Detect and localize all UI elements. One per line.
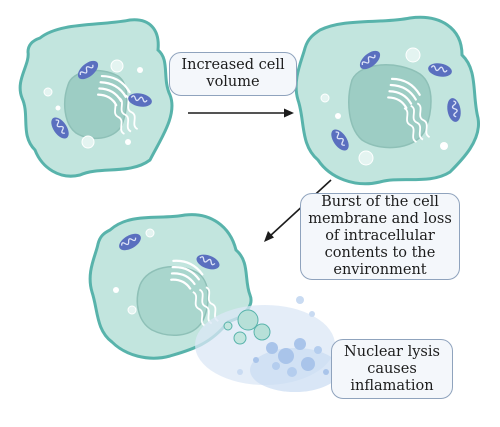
label-membrane-burst: Burst of the cell membrane and loss of i… (300, 193, 460, 280)
label-line: inflamation (350, 377, 434, 394)
label-line: causes (367, 360, 417, 377)
label-line: Nuclear lysis (344, 343, 440, 360)
label-line: Increased cell (181, 57, 285, 73)
label-increased-volume: Increased cell volume (169, 52, 297, 96)
normal-cell (18, 18, 174, 178)
label-line: Burst of the cell (321, 194, 439, 210)
nucleus (348, 64, 432, 149)
released-contents (195, 296, 340, 392)
arrow-swelling (188, 108, 294, 118)
swollen-cell (294, 15, 480, 186)
label-nuclear-lysis: Nuclear lysis causes inflamation (331, 339, 453, 399)
label-line: membrane and loss (308, 211, 452, 227)
label-line: environment (333, 262, 427, 278)
label-line: volume (206, 74, 260, 90)
label-line: contents to the (324, 245, 436, 261)
label-line: of intracellular (325, 228, 435, 244)
